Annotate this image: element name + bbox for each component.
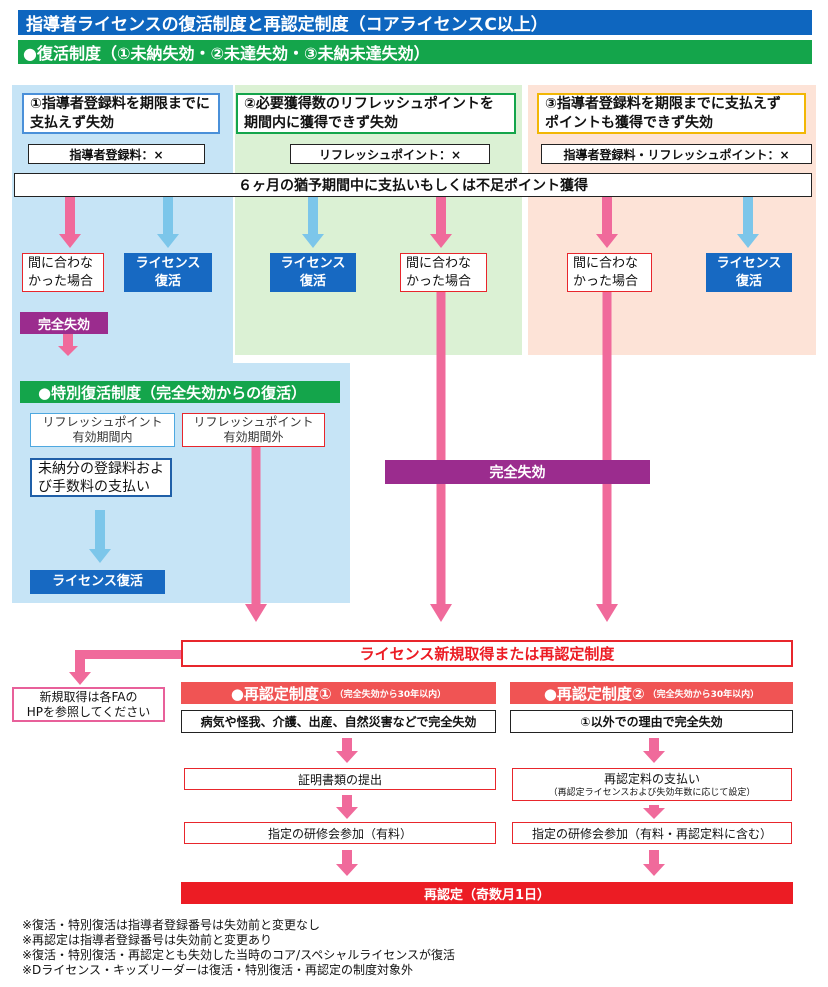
- special-revived-box: ライセンス復活: [30, 570, 165, 594]
- case3-failed-box: 間に合わな かった場合: [567, 253, 652, 292]
- case2-condition: リフレッシュポイント：×: [290, 144, 490, 164]
- arrow-case3-failed: [596, 197, 618, 248]
- case3-revived-box: ライセンス 復活: [706, 253, 792, 292]
- refresh-point-outside-box: リフレッシュポイント 有効期間外: [182, 413, 325, 447]
- revival-system-title: ●復活制度（①未納失効・②未達失効・③未納未達失効）: [18, 40, 812, 64]
- case2-revived-box: ライセンス 復活: [270, 253, 356, 292]
- recert2-reason: ①以外での理由で完全失効: [510, 710, 793, 733]
- case1-condition: 指導者登録料：×: [28, 144, 205, 164]
- case1-revived-box: ライセンス 復活: [124, 253, 212, 292]
- footnotes: ※復活・特別復活は指導者登録番号は失効前と変更なし ※再認定は指導者登録番号は失…: [22, 918, 622, 978]
- recert1-reason: 病気や怪我、介護、出産、自然災害などで完全失効: [181, 710, 496, 733]
- recert2-step1-label: 再認定料の支払い: [603, 771, 700, 786]
- recert-title-box: ライセンス新規取得または再認定制度: [181, 640, 793, 667]
- arrow-case2-failed: [430, 197, 452, 248]
- arrow-recert1-step2-to-result: [336, 850, 358, 876]
- recert1-header: ●再認定制度① （完全失効から30年以内）: [181, 682, 496, 704]
- arrow-case1-revived: [157, 197, 179, 248]
- page-title: 指導者ライセンスの復活制度と再認定制度（コアライセンスC以上）: [18, 10, 812, 35]
- recert2-header-note: （完全失効から30年以内）: [647, 689, 760, 700]
- recert2-step1-note: （再認定ライセンスおよび失効年数に応じて設定）: [548, 787, 756, 798]
- special-revival-title: ●特別復活制度（完全失効からの復活）: [20, 381, 340, 403]
- recert2-step2: 指定の研修会参加（有料・再認定料に含む）: [512, 822, 792, 844]
- arrow-case3-revived: [737, 197, 759, 248]
- arrow-case2-revived: [302, 197, 324, 248]
- recert2-header-title: ●再認定制度②: [543, 684, 645, 703]
- full-expiry-badge: 完全失効: [20, 312, 108, 334]
- recert1-step2: 指定の研修会参加（有料）: [184, 822, 496, 844]
- footnote: ※復活・特別復活・再認定とも失効した当時のコア/スペシャルライセンスが復活: [22, 948, 456, 962]
- arrow-recert1-step1-to-step2: [336, 795, 358, 819]
- arrow-payment-to-revived: [89, 510, 111, 563]
- arrow-recert-to-new-acquisition: [69, 650, 181, 685]
- case3-condition: 指導者登録料・リフレッシュポイント：×: [541, 144, 812, 164]
- case1-title-box: ①指導者登録料を期限までに 支払えず失効: [22, 93, 220, 134]
- recert1-header-title: ●再認定制度①: [230, 684, 332, 703]
- recert1-step1: 証明書類の提出: [184, 768, 496, 790]
- case3-title-box: ③指導者登録料を期限までに支払えず ポイントも獲得できず失効: [537, 93, 806, 134]
- case1-failed-box: 間に合わな かった場合: [22, 253, 104, 292]
- footnote: ※再認定は指導者登録番号は失効前と変更あり: [22, 933, 273, 947]
- arrow-recert2-reason-to-step1: [643, 738, 665, 763]
- grace-period-box: ６ヶ月の猶予期間中に支払いもしくは不足ポイント獲得: [14, 173, 812, 197]
- footnote: ※復活・特別復活は指導者登録番号は失効前と変更なし: [22, 918, 321, 932]
- case2-title-box: ②必要獲得数のリフレッシュポイントを 期間内に獲得できず失効: [236, 93, 516, 134]
- full-expiry-bar: 完全失効: [385, 460, 650, 484]
- recert-result-bar: 再認定（奇数月1日）: [181, 882, 793, 904]
- footnote: ※Dライセンス・キッズリーダーは復活・特別復活・再認定の制度対象外: [22, 963, 414, 977]
- recert2-step1: 再認定料の支払い （再認定ライセンスおよび失効年数に応じて設定）: [512, 768, 792, 801]
- recert1-header-note: （完全失効から30年以内）: [334, 689, 447, 700]
- arrow-case3-to-recert: [596, 292, 618, 622]
- arrow-full-expiry-to-special: [58, 334, 78, 356]
- arrow-case2-to-recert: [430, 292, 452, 622]
- refresh-point-within-box: リフレッシュポイント 有効期間内: [30, 413, 175, 447]
- arrow-recert1-reason-to-step1: [336, 738, 358, 763]
- arrow-recert2-step2-to-result: [643, 850, 665, 876]
- new-acquisition-note: 新規取得は各FAの HPを参照してください: [12, 687, 165, 722]
- arrow-recert2-step1-to-step2: [643, 805, 665, 819]
- arrow-case1-failed: [59, 197, 81, 248]
- case2-failed-box: 間に合わな かった場合: [400, 253, 487, 292]
- payment-box: 未納分の登録料およ び手数料の支払い: [30, 458, 172, 497]
- arrow-outside-to-recert: [245, 447, 267, 622]
- recert2-header: ●再認定制度② （完全失効から30年以内）: [510, 682, 793, 704]
